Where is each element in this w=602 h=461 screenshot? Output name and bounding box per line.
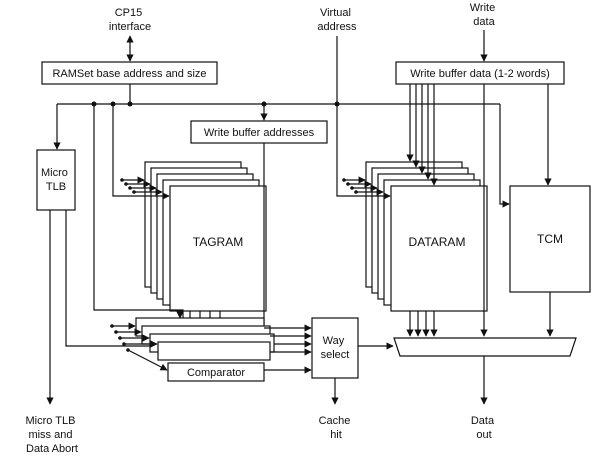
output-mux <box>393 337 577 357</box>
micro-tlb-label: Micro TLB <box>41 167 71 193</box>
wb-data-to-dataram <box>406 84 438 186</box>
tagram-label: TAGRAM <box>193 235 243 249</box>
comparator-to-way-select <box>264 324 312 374</box>
address-to-dataram <box>336 104 391 200</box>
dataram-label: DATARAM <box>409 235 466 249</box>
tcm-block: TCM <box>509 185 591 293</box>
way-select-block: Way select <box>311 317 359 379</box>
tagram-input-arrows <box>120 176 163 196</box>
comparator-label: Comparator <box>187 367 245 379</box>
cp15-interface-label: CP15 interface <box>109 7 151 33</box>
dataram-input-arrows <box>342 176 384 196</box>
dataram-output-wires <box>406 311 438 337</box>
ramset-block: RAMSet base address and size <box>41 61 218 85</box>
address-to-tagram <box>112 104 170 200</box>
tagram-stack: TAGRAM <box>144 161 267 312</box>
comparator-stack: Comparator <box>135 317 275 382</box>
dataram-stack: DATARAM <box>365 161 488 312</box>
micro-tlb-abort-label: Micro TLB miss and Data Abort <box>26 415 79 455</box>
write-buffer-data-block: Write buffer data (1-2 words) <box>395 61 565 85</box>
micro-tlb-block: Micro TLB <box>36 149 76 211</box>
comparator-input-arrows <box>110 322 168 371</box>
tcm-label: TCM <box>537 232 563 246</box>
write-buffer-addresses-label: Write buffer addresses <box>204 127 315 139</box>
write-buffer-addresses-block: Write buffer addresses <box>190 120 328 144</box>
way-select-label: Way select <box>321 335 350 361</box>
virtual-address-label: Virtual address <box>317 7 357 33</box>
ramset-label: RAMSet base address and size <box>52 68 206 80</box>
write-buffer-data-label: Write buffer data (1-2 words) <box>410 68 550 80</box>
micro-tlb-to-comparator <box>65 210 150 347</box>
cache-hit-label: Cache hit <box>319 415 354 441</box>
data-out-label: Data out <box>471 415 497 441</box>
bus-to-tcm <box>499 104 510 208</box>
write-data-label: Write data <box>470 2 499 28</box>
bus-to-comparator <box>93 104 184 318</box>
